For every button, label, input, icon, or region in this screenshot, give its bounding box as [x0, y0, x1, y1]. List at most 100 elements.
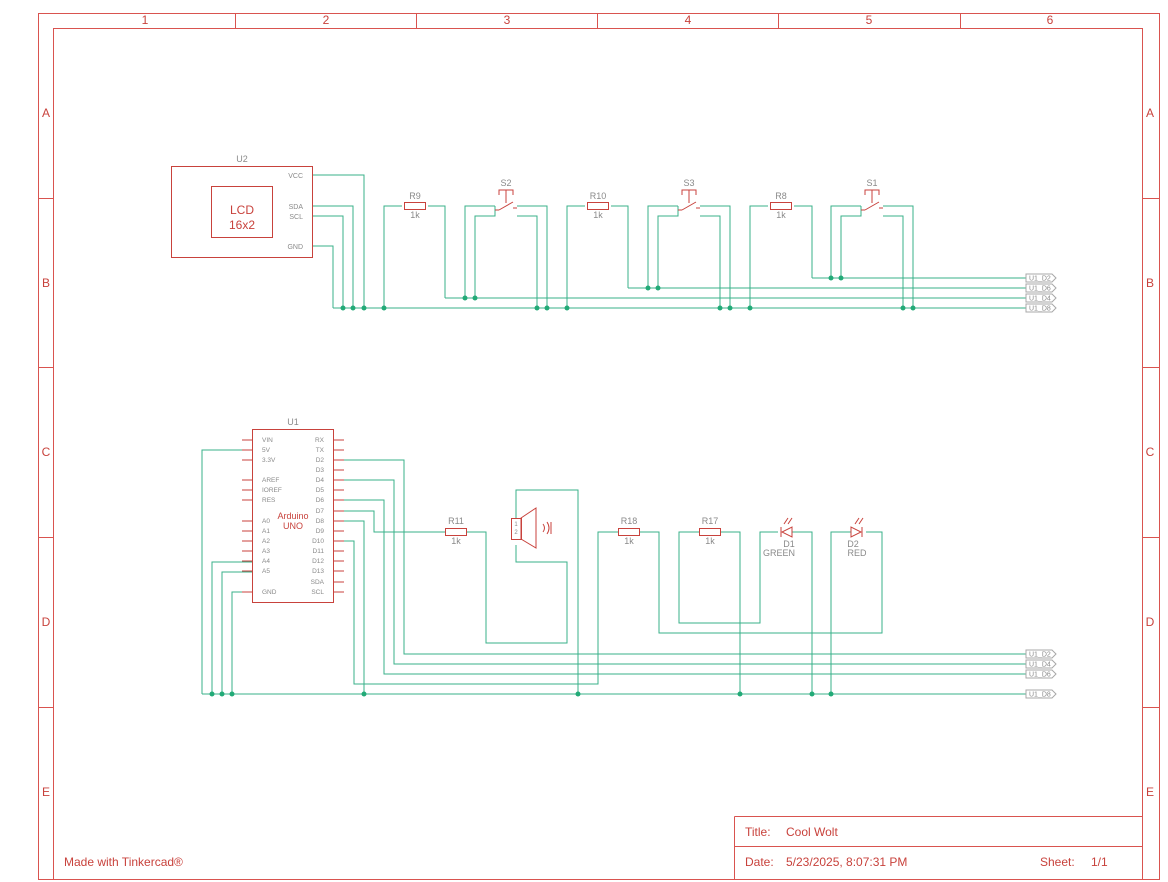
resistor-value: 1k [410, 210, 420, 220]
arduino-pin-label: A4 [262, 558, 270, 565]
arduino-pin-label: GND [262, 589, 277, 596]
lcd-name-line2: 16x2 [229, 218, 255, 232]
led-d1: D1 GREEN [763, 517, 795, 558]
arduino-pin-label: RES [262, 497, 276, 504]
date-value: 5/23/2025, 8:07:31 PM [786, 855, 907, 869]
column-label: 1 [142, 13, 149, 27]
arduino-pin-label: TX [316, 447, 325, 454]
bottom-wires [201, 449, 1026, 695]
resistor-r18: R18 1k [618, 516, 640, 546]
led-d2: D2 RED [847, 517, 867, 558]
led-color: RED [847, 548, 867, 558]
resistor-value: 1k [624, 536, 634, 546]
row-ruler: A B C D E A B C D E [38, 106, 1159, 799]
title-label: Title: [745, 825, 771, 839]
switch-s1: S1 [861, 178, 883, 211]
net-label: U1_D8 [1029, 692, 1051, 699]
resistor-value: 1k [776, 210, 786, 220]
arduino-name-line2: UNO [283, 521, 303, 531]
speaker-pin: 1 [514, 522, 518, 528]
resistor-r8: R8 1k [770, 191, 792, 220]
switch-ref: S1 [866, 178, 877, 188]
arduino-pin-label: D11 [313, 548, 325, 555]
lcd-pin-label: VCC [288, 173, 303, 180]
top-wires [313, 174, 1026, 309]
title-block: Title: Cool Wolt Date: 5/23/2025, 8:07:3… [734, 816, 1142, 879]
row-label: A [1146, 106, 1154, 120]
resistor-ref: R9 [409, 191, 421, 201]
switch-s3: S3 [678, 178, 700, 211]
net-label: U1_D6 [1029, 286, 1051, 293]
row-label: C [42, 445, 51, 459]
resistor-ref: R8 [775, 191, 787, 201]
column-label: 4 [685, 13, 692, 27]
lcd-component: U2 LCD 16x2 VCC SDA SCL GND [171, 154, 313, 258]
arduino-pin-label: A1 [262, 528, 270, 535]
column-label: 3 [504, 13, 511, 27]
arduino-pin-label: A3 [262, 548, 270, 555]
arduino-pin-label: A2 [262, 538, 270, 545]
lcd-pin-label: SDA [289, 204, 304, 211]
top-junctions [340, 275, 916, 311]
arduino-pin-label: AREF [262, 477, 279, 484]
row-label: B [42, 276, 50, 290]
resistor-r9: R9 1k [404, 191, 426, 220]
arduino-pin-label: D2 [316, 457, 325, 464]
sheet-value: 1/1 [1091, 855, 1108, 869]
row-label: A [42, 106, 50, 120]
net-labels-top: U1_D2 U1_D6 U1_D4 U1_D8 [1025, 273, 1057, 313]
resistor-value: 1k [451, 536, 461, 546]
arduino-pin-label: D5 [316, 487, 325, 494]
lcd-pin-label: GND [287, 244, 303, 251]
arduino-pin-label: A0 [262, 518, 270, 525]
made-with-text: Made with Tinkercad® [64, 855, 183, 869]
arduino-pin-label: D9 [316, 528, 325, 535]
led-color: GREEN [763, 548, 795, 558]
speaker-pin: 2 [514, 530, 518, 536]
bottom-junctions [209, 691, 834, 697]
resistor-ref: R10 [590, 191, 607, 201]
resistor-value: 1k [593, 210, 603, 220]
row-label: E [42, 785, 50, 799]
arduino-pin-label: D3 [316, 467, 325, 474]
speaker-component: 1 2 [511, 507, 552, 549]
arduino-pin-label: 5V [262, 447, 271, 454]
switch-ref: S2 [500, 178, 511, 188]
arduino-pin-label: SCL [311, 589, 324, 596]
arduino-component: U1 Arduino UNO VIN 5V 3.3V AREF IOREF RE… [242, 417, 344, 603]
resistor-ref: R18 [621, 516, 638, 526]
arduino-pin-label: 3.3V [262, 457, 276, 464]
arduino-pin-label: A5 [262, 568, 270, 575]
arduino-pin-label: D6 [316, 497, 325, 504]
resistor-ref: R17 [702, 516, 719, 526]
column-label: 6 [1047, 13, 1054, 27]
lcd-name-line1: LCD [230, 203, 254, 217]
arduino-ref: U1 [287, 417, 299, 427]
row-label: D [1146, 615, 1155, 629]
net-label: U1_D4 [1029, 662, 1051, 669]
arduino-pin-label: RX [315, 437, 325, 444]
arduino-pin-label: D12 [312, 558, 324, 565]
arduino-pin-label: D4 [316, 477, 325, 484]
led-ref: D2 [847, 539, 859, 549]
column-ruler: 1 2 3 4 5 6 [142, 13, 1054, 28]
column-label: 5 [866, 13, 873, 27]
resistor-r17: R17 1k [699, 516, 721, 546]
resistor-ref: R11 [448, 516, 464, 526]
row-label: D [42, 615, 51, 629]
row-label: E [1146, 785, 1154, 799]
arduino-pin-label: VIN [262, 437, 273, 444]
resistor-r11: R11 1k [445, 516, 467, 546]
net-label: U1_D8 [1029, 306, 1051, 313]
net-label: U1_D2 [1029, 652, 1051, 659]
net-label: U1_D2 [1029, 276, 1051, 283]
arduino-pin-label: D10 [312, 538, 324, 545]
inner-border [53, 28, 1143, 880]
arduino-pin-label: IOREF [262, 487, 282, 494]
arduino-pin-label: D13 [312, 568, 324, 575]
net-label: U1_D6 [1029, 672, 1051, 679]
row-label: B [1146, 276, 1154, 290]
outer-border [38, 13, 1160, 880]
switch-s2: S2 [495, 178, 517, 211]
